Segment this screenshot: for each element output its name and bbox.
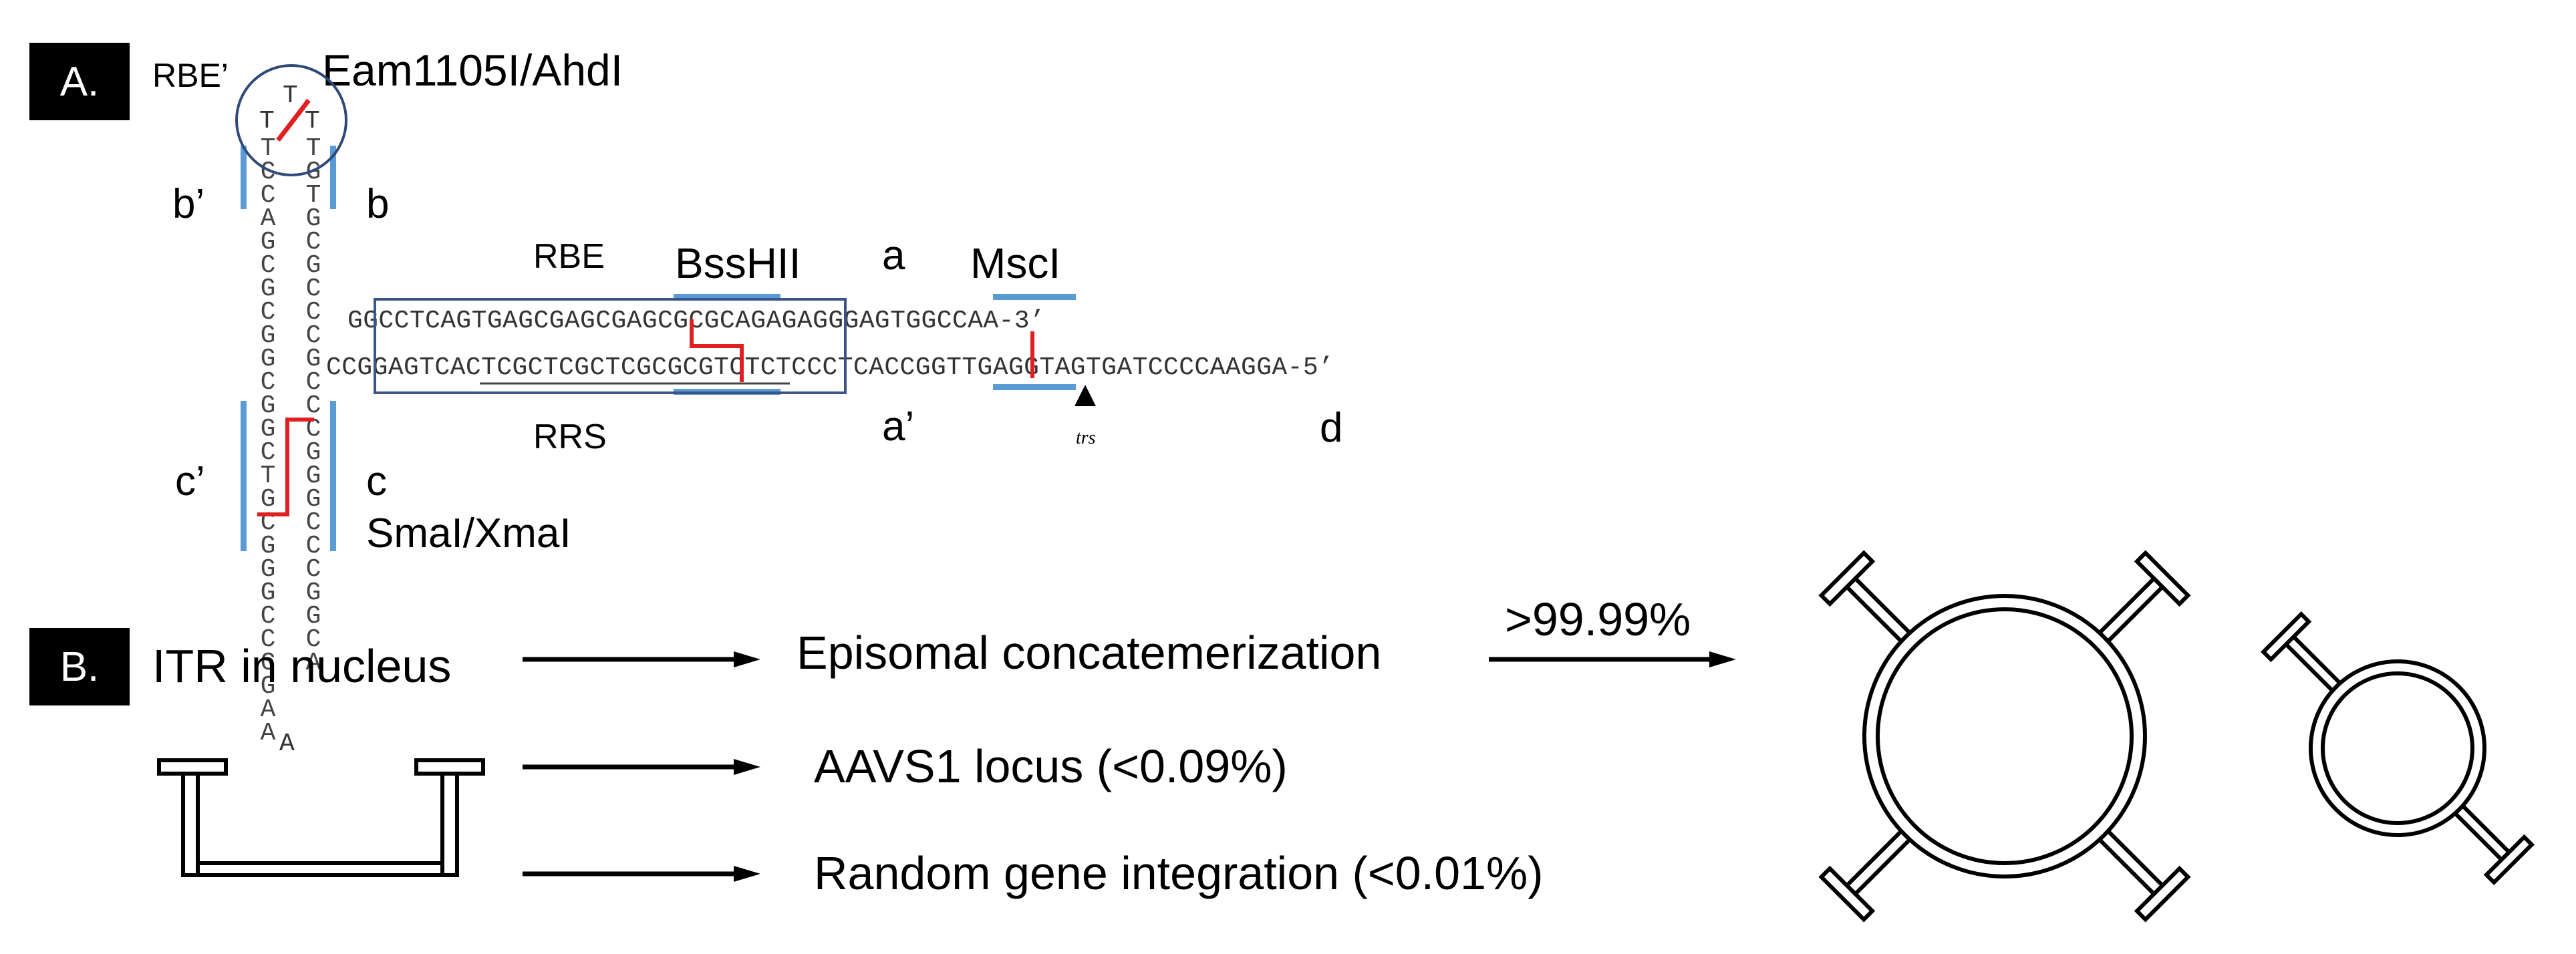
- loop-left-base: T: [259, 107, 275, 136]
- b-label: b: [366, 181, 390, 227]
- eam-cut-line: [276, 98, 311, 142]
- smai-xmai-label: SmaI/XmaI: [366, 510, 571, 556]
- bsshii-label: BssHII: [675, 239, 801, 287]
- itr-in-nucleus-label: ITR in nucleus: [152, 640, 452, 692]
- c-label: c: [366, 458, 387, 504]
- hairpin-right-strand: TGTGCGCCCGCCCGGGCCCGGCA: [305, 134, 321, 677]
- trs-label: trs: [1076, 428, 1096, 448]
- c-prime-label: c’: [175, 458, 205, 504]
- loop-top-base: T: [283, 82, 299, 110]
- c-prime-bar: [241, 401, 247, 551]
- hairpin-loop-circle: [235, 64, 347, 176]
- bsshii-cut-line: [690, 319, 744, 382]
- episomal-concatemerization-label: Episomal concatemerization: [797, 627, 1382, 679]
- b-prime-label: b’: [172, 181, 205, 227]
- bottom-strand-sequence: CCGGAGTCACTCGCTCGCTCGCGCGTCTCTCCCTCACCGG…: [326, 353, 1334, 382]
- large-episome: [1818, 550, 2191, 923]
- c-bar: [330, 401, 336, 551]
- episomal-percentage-label: >99.99%: [1505, 593, 1691, 645]
- random-integration-label: Random gene integration (<0.01%): [814, 847, 1544, 899]
- linear-itr-genome: [157, 758, 485, 877]
- top-strand-sequence: GGCCTCAGTGAGCGAGCGAGCGCGCAGAGAGGGAGTGGCC…: [347, 307, 1046, 335]
- panel-a-tag: A.: [29, 43, 130, 120]
- smai-cut-line: [257, 418, 314, 516]
- b-bar: [330, 146, 336, 209]
- rbe-label: RBE: [533, 237, 605, 276]
- rbe-prime-label: RBE’: [152, 57, 229, 94]
- pathway-arrows: [523, 651, 1736, 882]
- panel-b-tag: B.: [29, 628, 130, 705]
- aavs1-locus-label: AAVS1 locus (<0.09%): [814, 740, 1288, 792]
- mscl-label: MscI: [970, 239, 1061, 287]
- mscl-top-bar: [993, 294, 1076, 300]
- small-episome: [2260, 611, 2535, 886]
- hairpin-left-strand: TCCAGCGCGGCGGCTGCGGGCCCGAA: [260, 134, 276, 748]
- d-label: d: [1320, 405, 1343, 451]
- rbe-rrs-box: [374, 298, 847, 394]
- hairpin-bottom-base: A: [279, 730, 295, 758]
- a-prime-label: a’: [882, 404, 915, 450]
- b-prime-bar: [241, 146, 247, 209]
- mscl-bottom-bar: [993, 384, 1076, 390]
- eam1105i-ahdi-label: Eam1105I/AhdI: [322, 45, 623, 95]
- loop-right-base: T: [305, 107, 321, 136]
- a-label: a: [882, 232, 905, 279]
- bsshii-top-bar: [674, 294, 780, 300]
- trs-marker: [1075, 385, 1096, 406]
- rrs-label: RRS: [533, 418, 607, 456]
